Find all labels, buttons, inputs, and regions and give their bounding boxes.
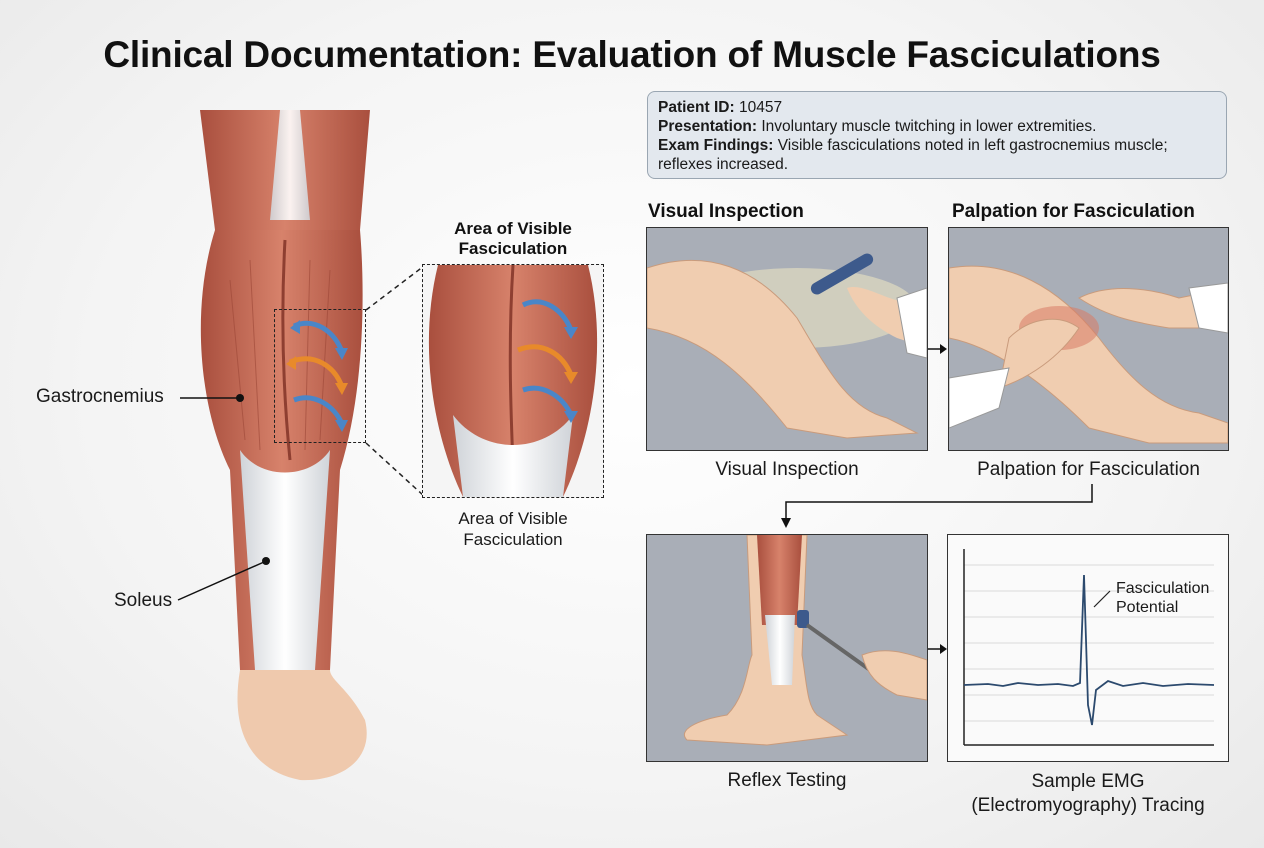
presentation-value: Involuntary muscle twitching in lower ex… [761, 118, 1097, 135]
palpation-caption: Palpation for Fasciculation [977, 459, 1200, 480]
fasciculation-highlight-box [274, 309, 366, 443]
zoom-connector-lines [365, 265, 425, 497]
visual-inspection-heading: Visual Inspection [648, 201, 804, 222]
zoom-heading-line1: Area of Visible [454, 219, 572, 238]
zoom-heading: Area of Visible Fasciculation [420, 219, 606, 259]
palpation-panel [948, 227, 1229, 451]
zoom-inset-box [422, 264, 604, 498]
emg-caption-line2: (Electromyography) Tracing [971, 795, 1205, 816]
soleus-leader-line [177, 557, 270, 601]
findings-label: Exam Findings: [658, 137, 774, 154]
emg-tracing-panel [947, 534, 1229, 762]
page-title: Clinical Documentation: Evaluation of Mu… [103, 34, 1161, 75]
palpation-heading: Palpation for Fasciculation [952, 201, 1195, 222]
gastrocnemius-leader-line [180, 394, 244, 402]
emg-annotation-line2: Potential [1116, 599, 1179, 616]
reflex-testing-panel [646, 534, 928, 762]
emg-annotation: Fasciculation Potential [1116, 579, 1209, 617]
emg-caption-line1: Sample EMG [1031, 771, 1145, 792]
patient-id-label: Patient ID: [658, 99, 735, 116]
findings-row-2: reflexes increased. [658, 156, 789, 173]
soleus-label: Soleus [114, 590, 173, 611]
zoom-caption-line2: Fasciculation [463, 530, 563, 549]
findings-value: Visible fasciculations noted in left gas… [777, 137, 1168, 154]
twitch-arrows-icon [280, 312, 360, 440]
patient-info-box: Patient ID: 10457 Presentation: Involunt… [647, 91, 1227, 179]
presentation-label: Presentation: [658, 118, 758, 135]
patient-id-value: 10457 [738, 99, 783, 116]
arrow-right-icon-2 [928, 644, 947, 654]
emg-caption: Sample EMG (Electromyography) Tracing [947, 770, 1229, 818]
zoom-caption-line1: Area of Visible [458, 509, 568, 528]
patient-id-row: Patient ID: 10457 [658, 98, 1216, 117]
arrow-right-icon [928, 344, 947, 354]
presentation-row: Presentation: Involuntary muscle twitchi… [658, 117, 1216, 136]
emg-annotation-line1: Fasciculation [1116, 580, 1210, 597]
gastrocnemius-label: Gastrocnemius [36, 386, 164, 407]
leg-anatomy-illustration [190, 110, 390, 810]
zoom-caption: Area of Visible Fasciculation [420, 508, 606, 550]
visual-inspection-panel [646, 227, 928, 451]
flow-connector [781, 484, 1093, 528]
findings-row: Exam Findings: Visible fasciculations no… [658, 136, 1216, 155]
visual-inspection-caption: Visual Inspection [715, 459, 859, 480]
zoom-heading-line2: Fasciculation [458, 239, 568, 258]
reflex-testing-caption: Reflex Testing [727, 770, 847, 791]
